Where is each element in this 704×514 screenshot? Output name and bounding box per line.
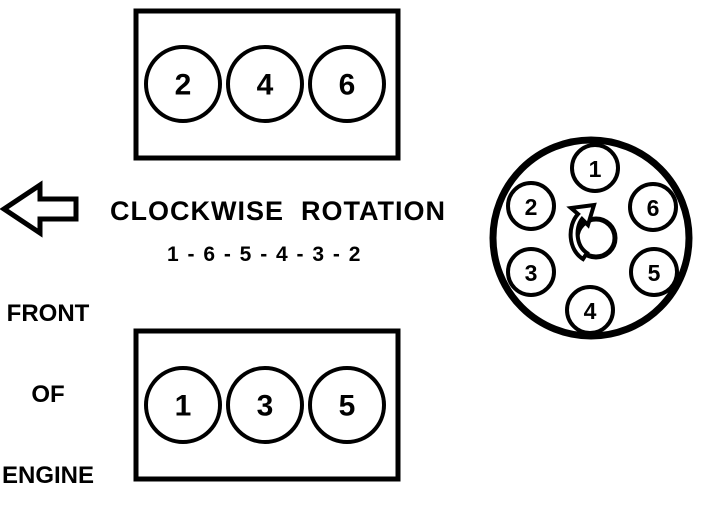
cylinder-label-1: 1 bbox=[175, 390, 192, 423]
terminal-circle-3[interactable] bbox=[506, 247, 556, 297]
terminal-label-5: 5 bbox=[648, 260, 661, 286]
cylinder-label-3: 3 bbox=[257, 390, 274, 423]
terminal-circle-6[interactable] bbox=[628, 182, 678, 232]
bottom-bank: 1 3 5 bbox=[133, 328, 401, 482]
left-arrow-icon bbox=[0, 180, 79, 238]
rotation-heading: CLOCKWISE ROTATION bbox=[110, 196, 446, 226]
cylinder-label-4: 4 bbox=[257, 69, 274, 102]
cylinder-circle-3[interactable] bbox=[226, 366, 304, 444]
clockwise-rotation-arrow-icon bbox=[566, 202, 597, 262]
cylinder-circle-1[interactable] bbox=[144, 366, 222, 444]
front-label-line-2: OF bbox=[31, 381, 65, 408]
top-bank: 2 4 6 bbox=[133, 8, 401, 161]
terminal-label-6: 6 bbox=[647, 195, 660, 221]
terminal-label-2: 2 bbox=[525, 194, 538, 220]
cylinder-circle-5[interactable] bbox=[308, 366, 386, 444]
terminal-label-4: 4 bbox=[584, 298, 597, 324]
cylinder-circle-2[interactable] bbox=[144, 45, 222, 123]
terminal-circle-4[interactable] bbox=[565, 285, 615, 335]
cylinder-circle-4[interactable] bbox=[226, 45, 304, 123]
terminal-circle-5[interactable] bbox=[629, 247, 679, 297]
cylinder-circle-6[interactable] bbox=[308, 45, 386, 123]
terminal-label-3: 3 bbox=[525, 260, 538, 286]
front-of-engine-label: FRONT OF ENGINE bbox=[0, 246, 96, 514]
terminal-circle-1[interactable] bbox=[570, 143, 620, 193]
cylinder-label-5: 5 bbox=[339, 390, 356, 423]
terminal-circle-2[interactable] bbox=[506, 181, 556, 231]
front-label-line-1: FRONT bbox=[6, 300, 90, 327]
cylinder-label-6: 6 bbox=[339, 69, 356, 102]
front-label-line-3: ENGINE bbox=[1, 462, 94, 489]
firing-order-sequence: 1 - 6 - 5 - 4 - 3 - 2 bbox=[167, 243, 362, 266]
terminal-label-1: 1 bbox=[589, 156, 602, 182]
front-of-engine-arrow bbox=[0, 180, 79, 238]
distributor-cap[interactable]: 1 6 5 4 3 2 bbox=[489, 136, 693, 340]
cylinder-label-2: 2 bbox=[175, 69, 192, 102]
